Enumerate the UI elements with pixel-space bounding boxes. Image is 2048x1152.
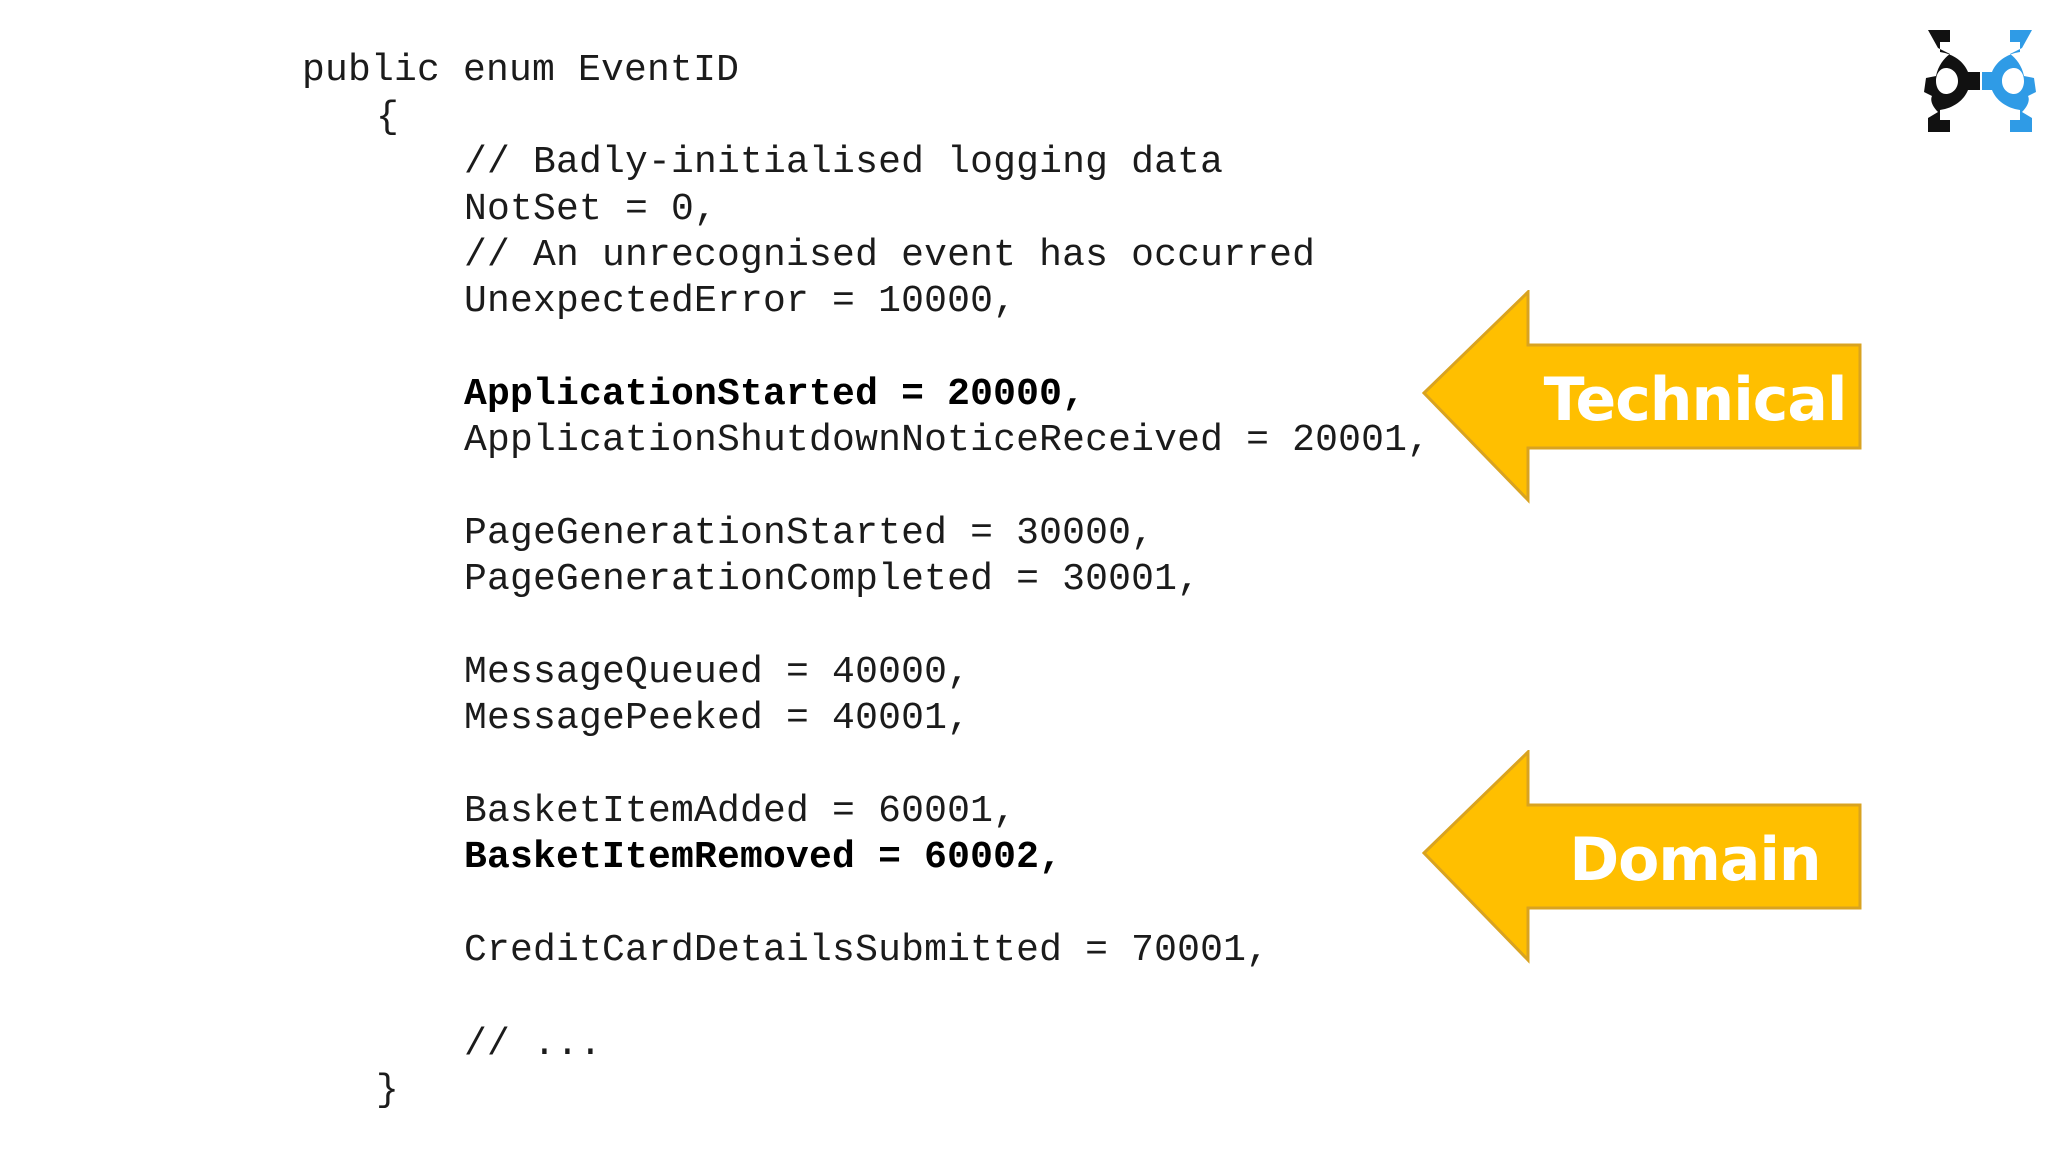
- code-line-enum-declaration: public enum EventID: [302, 49, 740, 92]
- left-arrow-icon: [1422, 750, 1862, 964]
- code-line-page-generation-started: PageGenerationStarted = 30000,: [464, 512, 1155, 555]
- code-line-close-brace: }: [376, 1069, 400, 1112]
- code-line-application-shutdown: ApplicationShutdownNoticeReceived = 2000…: [464, 419, 1431, 462]
- code-line-message-queued: MessageQueued = 40000,: [464, 651, 971, 694]
- code-line-comment-notset: // Badly-initialised logging data: [464, 141, 1224, 184]
- left-arrow-icon: [1422, 290, 1862, 504]
- code-line-notset: NotSet = 0,: [464, 188, 718, 231]
- domain-label: Domain: [1569, 825, 1821, 895]
- code-line-application-started: ApplicationStarted = 20000,: [464, 373, 1086, 416]
- code-line-comment-unexpected: // An unrecognised event has occurred: [464, 234, 1316, 277]
- code-line-page-generation-completed: PageGenerationCompleted = 30001,: [464, 558, 1201, 601]
- code-line-comment-ellipsis: // ...: [464, 1023, 603, 1066]
- technical-label: Technical: [1543, 365, 1848, 435]
- code-line-open-brace: {: [376, 96, 400, 139]
- code-line-message-peeked: MessagePeeked = 40001,: [464, 697, 971, 740]
- domain-callout-arrow: Domain: [1422, 750, 1862, 970]
- code-line-basket-item-removed: BasketItemRemoved = 60002,: [464, 836, 1063, 879]
- code-line-basket-item-added: BasketItemAdded = 60001,: [464, 790, 1017, 833]
- gear-bracket-logo-icon: [1924, 26, 2036, 136]
- code-line-credit-card-details: CreditCardDetailsSubmitted = 70001,: [464, 929, 1270, 972]
- technical-callout-arrow: Technical: [1422, 290, 1862, 510]
- code-line-unexpected-error: UnexpectedError = 10000,: [464, 280, 1017, 323]
- code-block: public enum EventID { // Badly-initialis…: [302, 49, 1431, 1112]
